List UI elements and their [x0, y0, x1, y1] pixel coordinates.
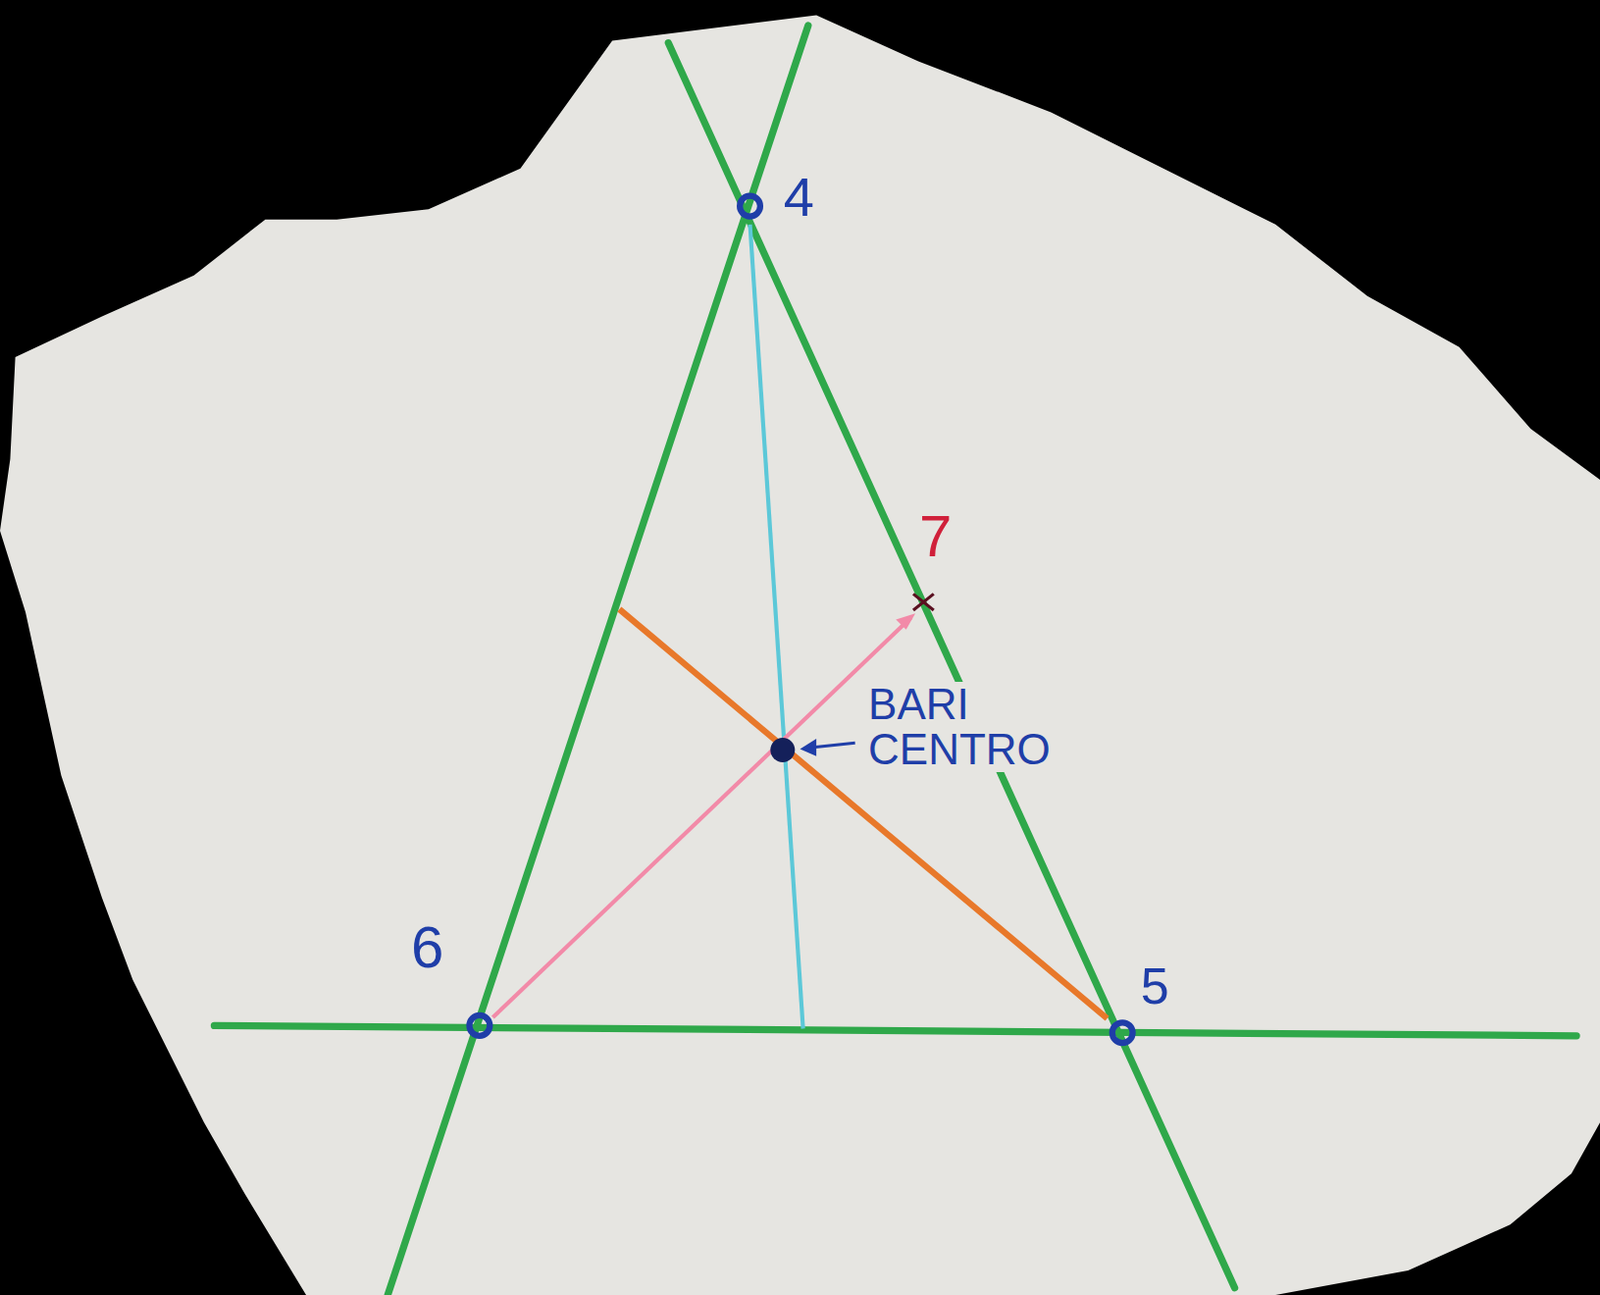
- arrow-head: [895, 613, 916, 630]
- median-cyan: [750, 224, 804, 1030]
- median-pink: [492, 617, 911, 1018]
- callout-number: 7: [916, 505, 955, 568]
- point-7-mark: [913, 593, 934, 611]
- barycenter-dot: [770, 737, 795, 763]
- torn-paper: [0, 15, 1600, 1295]
- callout-number-wrap: 6: [408, 916, 447, 979]
- callout-number: 5: [1137, 959, 1173, 1014]
- point-label-wrap: BARI CENTRO: [865, 681, 1090, 773]
- callout-number: 6: [408, 916, 447, 979]
- callout-number-wrap: 7: [916, 505, 955, 568]
- median-orange: [619, 609, 1107, 1019]
- vertex-dots: [468, 196, 1133, 1043]
- pointer-head: [800, 738, 818, 757]
- callout-number-wrap: 5: [1137, 959, 1173, 1014]
- callout-number-wrap: 4: [780, 168, 818, 227]
- point-label: BARI CENTRO: [865, 681, 1090, 773]
- callout-number: 4: [780, 168, 818, 227]
- green-lines: [213, 25, 1577, 1295]
